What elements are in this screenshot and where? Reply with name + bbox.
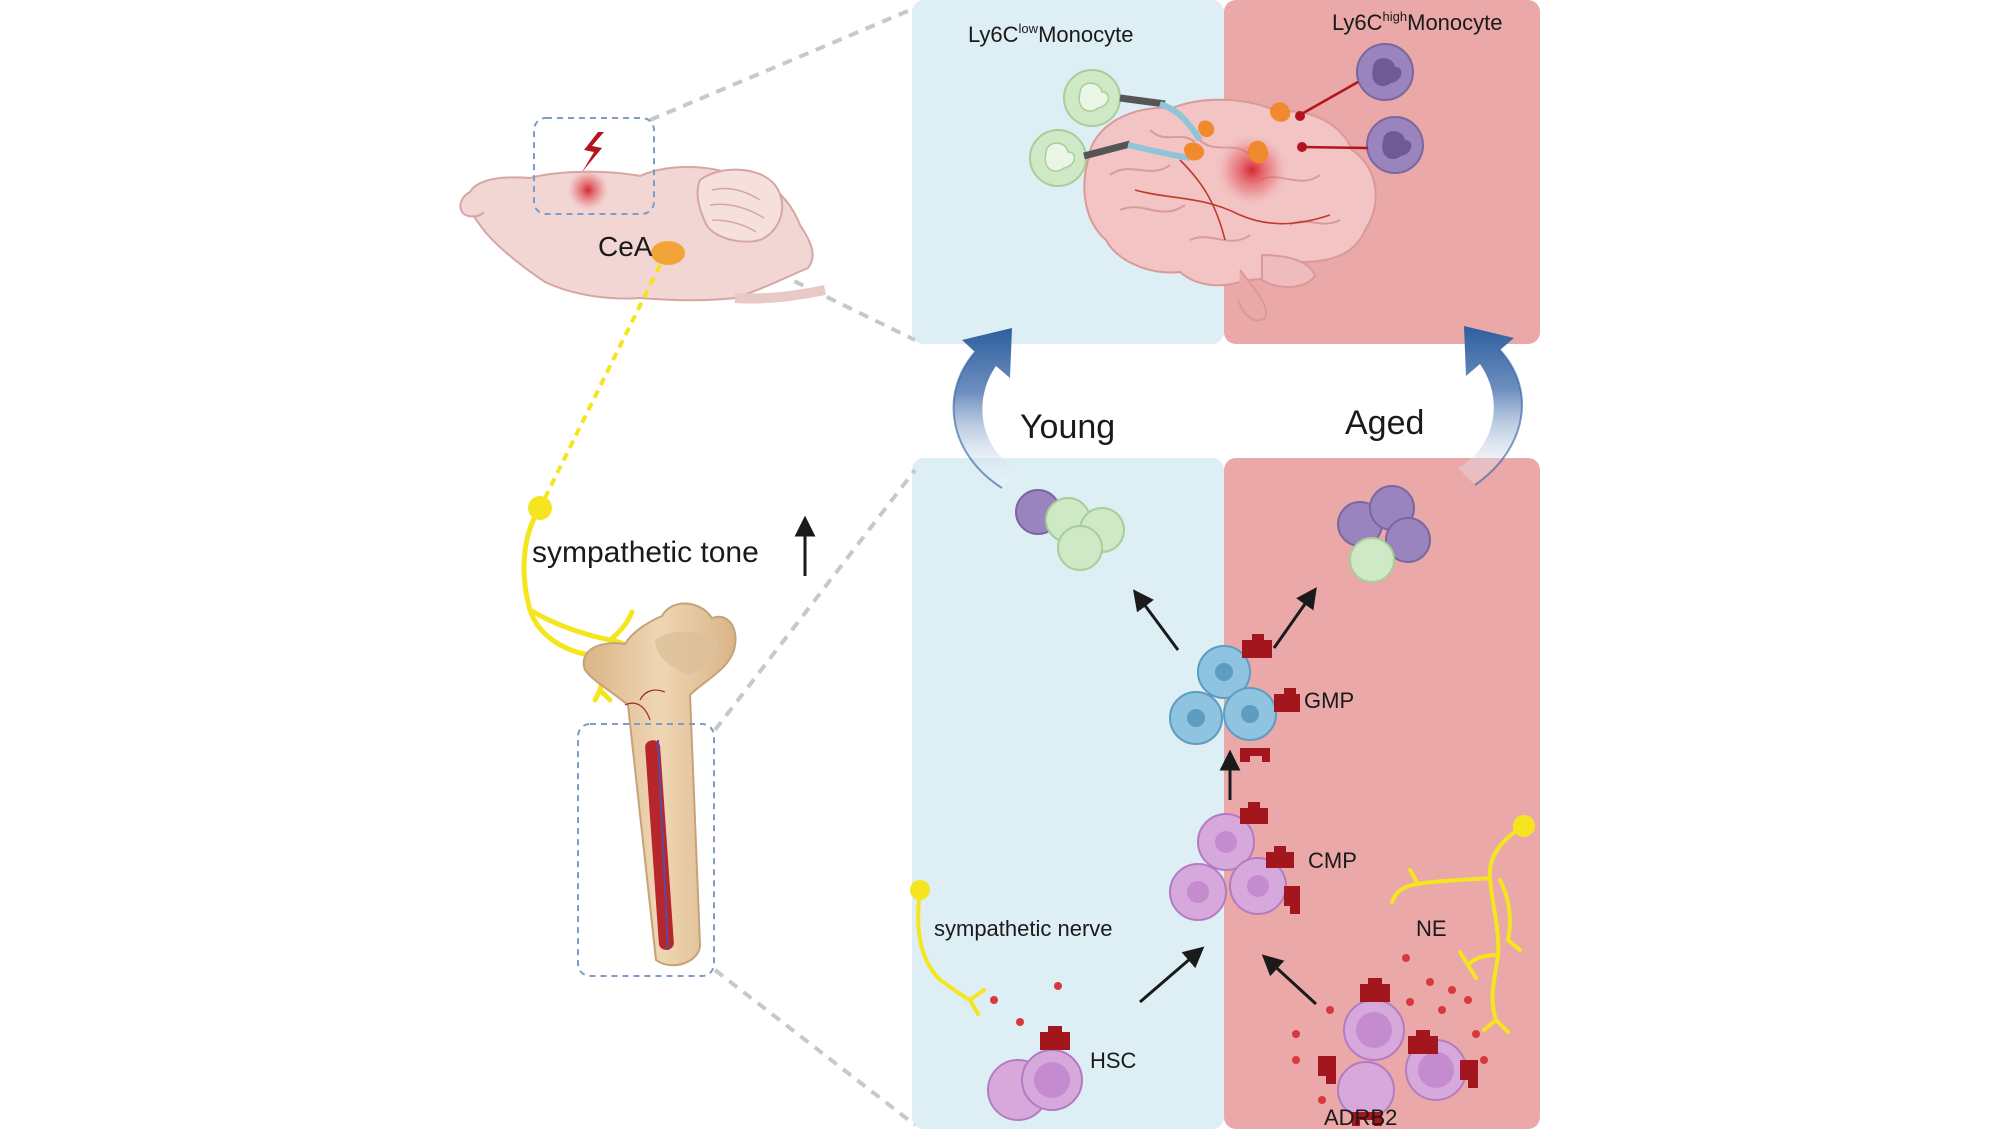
zoom-guide-lines <box>649 6 917 1127</box>
curved-arrow-icon <box>1458 326 1523 486</box>
young-label: Young <box>1020 408 1115 446</box>
sympathetic-tone-label: sympathetic tone <box>532 536 759 569</box>
hsc-cell-group <box>987 1026 1083 1121</box>
nerve-terminal-icon <box>910 880 986 1016</box>
receptor-icon <box>1266 846 1294 868</box>
receptor-icon <box>1408 1030 1438 1054</box>
aged-hsc-cell-group <box>1318 978 1478 1126</box>
receptor-icon <box>1460 1060 1478 1088</box>
lightning-icon <box>582 132 604 172</box>
aged-marrow-panel <box>1224 458 1540 1129</box>
gmp-label: GMP <box>1304 688 1354 713</box>
receptor-icon <box>1040 1026 1070 1050</box>
sympathetic-nerve-label: sympathetic nerve <box>934 916 1113 941</box>
cmp-label: CMP <box>1308 848 1357 873</box>
curved-arrow-icon <box>952 328 1018 489</box>
ly6c-high-monocyte-group <box>1248 43 1424 174</box>
monocyte-icon <box>1366 116 1424 174</box>
young-monocyte-cluster <box>1015 489 1125 571</box>
ne-dots-young <box>990 982 1062 1026</box>
monocyte-icon <box>1356 43 1414 101</box>
sympathetic-fiber <box>521 505 643 703</box>
cea-nucleus <box>651 241 685 265</box>
receptor-icon <box>1242 634 1272 658</box>
monocyte-icon <box>1029 129 1087 187</box>
receptor-icon <box>1274 688 1300 712</box>
ly6c-low-monocyte-group <box>1029 69 1215 187</box>
ly6c-high-monocyte-label: Ly6ChighMonocyte <box>1332 9 1503 35</box>
brain-inset-box <box>533 117 655 215</box>
mouse-brain-icon <box>459 165 826 304</box>
receptor-icon <box>1352 1112 1382 1126</box>
ne-label: NE <box>1416 916 1447 941</box>
receptor-icon <box>1240 802 1268 824</box>
nerve-terminal-icon <box>1390 815 1535 1034</box>
femur-icon <box>582 602 737 967</box>
receptor-icon <box>1318 1056 1336 1084</box>
monocyte-icon <box>1063 69 1121 127</box>
hsc-label: HSC <box>1090 1048 1137 1073</box>
receptor-icon <box>1360 978 1390 1002</box>
differentiation-arrows <box>1133 587 1318 1006</box>
marrow-inset-box <box>577 723 715 977</box>
cmp-cell-group <box>1169 802 1300 921</box>
ne-dots-aged <box>1292 954 1488 1104</box>
adrb2-label: ADRB2 <box>1324 1105 1397 1129</box>
cea-projection-dashed <box>538 264 662 509</box>
young-marrow-panel <box>912 458 1224 1129</box>
ly6c-low-monocyte-label: Ly6ClowMonocyte <box>968 21 1133 47</box>
gmp-cell-group <box>1169 634 1300 762</box>
aged-monocyte-cluster <box>1337 485 1431 583</box>
cea-label: CeA <box>598 231 653 262</box>
aged-label: Aged <box>1345 404 1424 442</box>
receptor-icon <box>1240 748 1270 762</box>
receptor-icon <box>1284 886 1300 914</box>
